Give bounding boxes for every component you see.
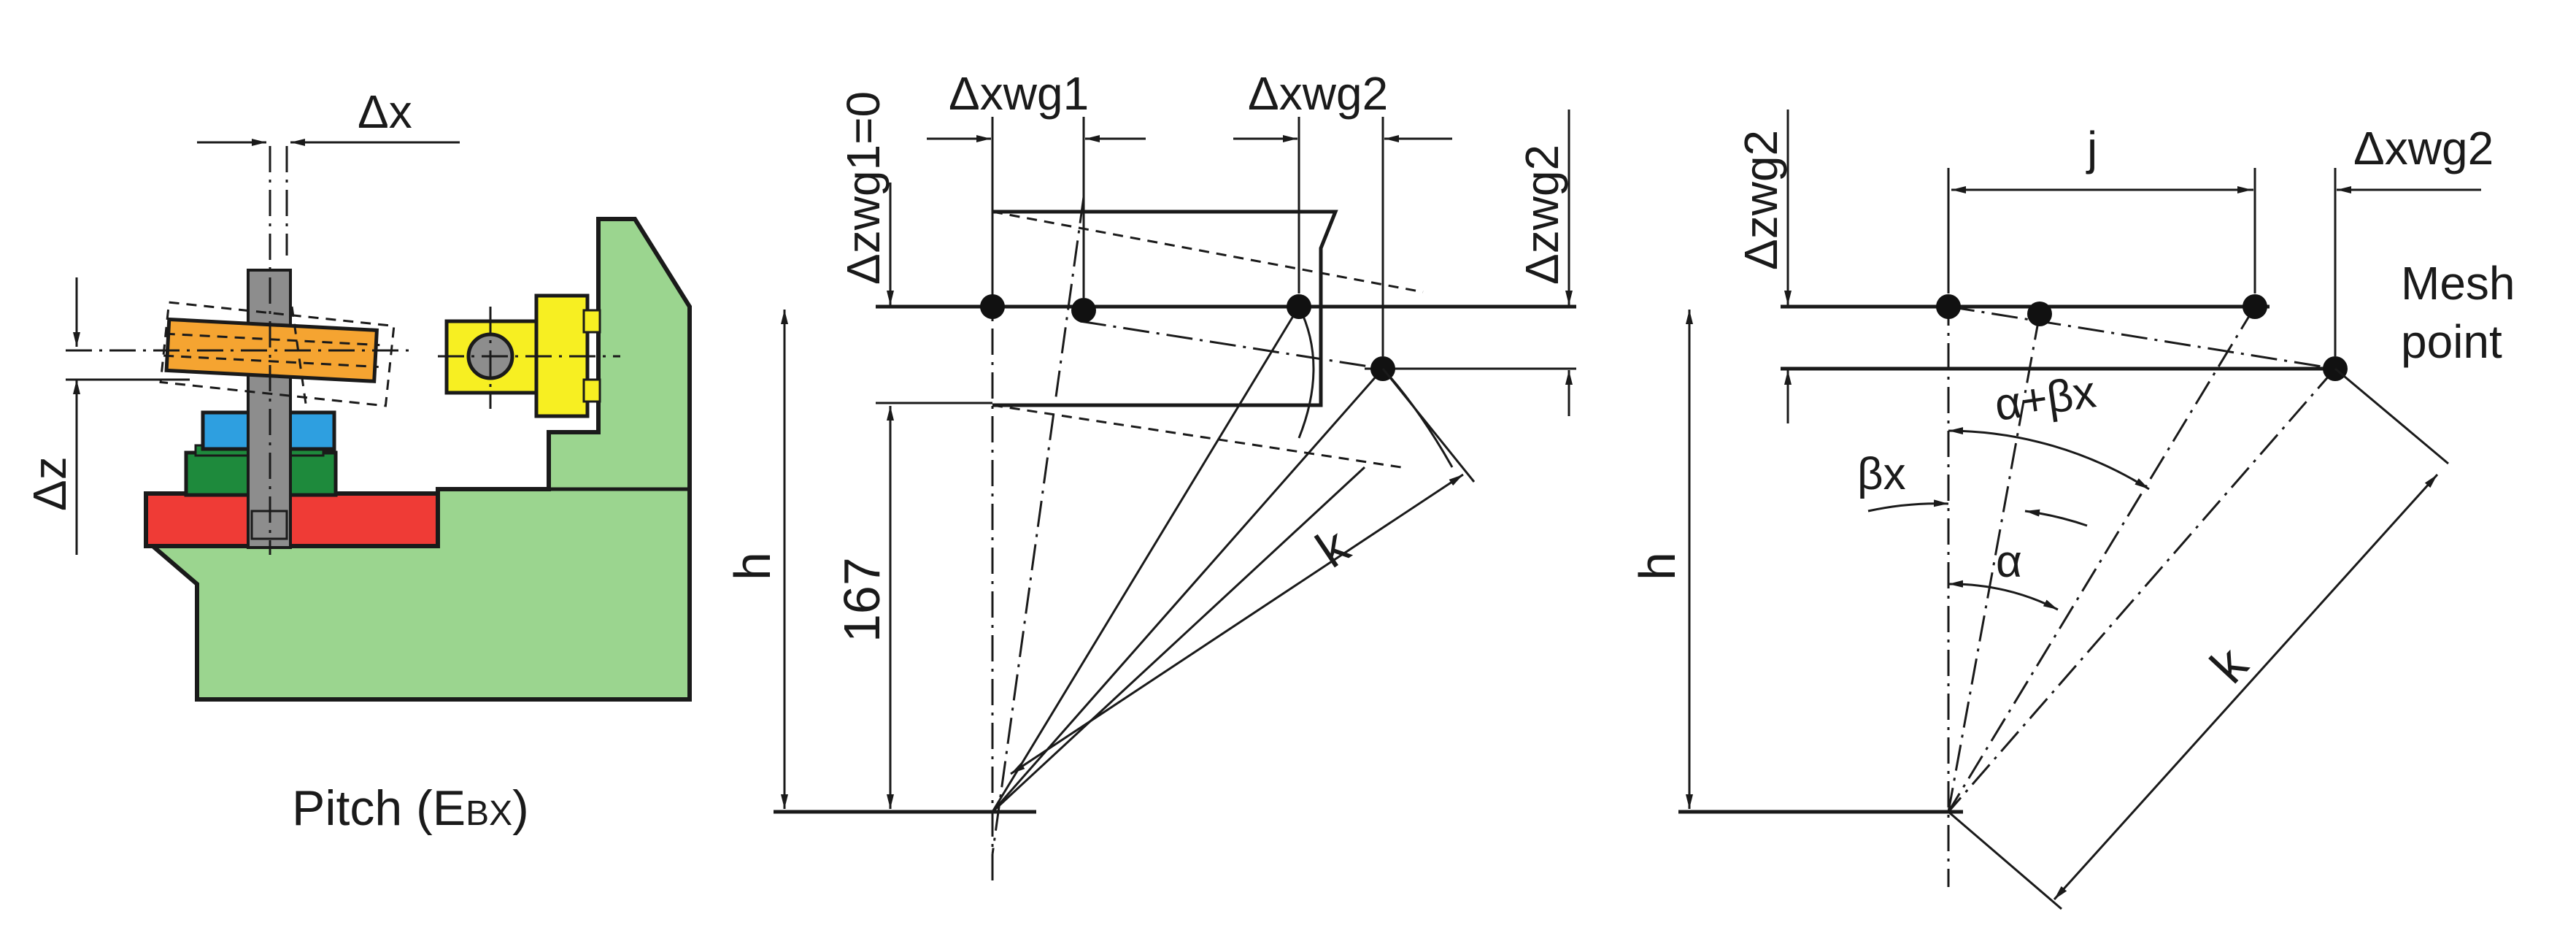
machine-sketch-panel: Δx Δz Pitch (EBX): [23, 85, 692, 836]
right-line-alpha: [1947, 306, 2256, 813]
dxwg2-label: Δxwg2: [1248, 67, 1388, 120]
mesh-arc: [1381, 367, 1454, 468]
mid-dash-dot-line: [1079, 320, 1384, 370]
k-right-label: k: [2199, 636, 2259, 694]
right-point-origin: [1936, 294, 1961, 319]
k-right-ext-top: [2334, 367, 2449, 465]
clamp-bolt-top: [582, 309, 601, 334]
dx-label: Δx: [358, 85, 412, 138]
radial-line-1: [991, 306, 1300, 813]
tilted-gear-outline: [159, 301, 396, 407]
tooth-arc: [1297, 306, 1315, 439]
mesh-label-line2: point: [2401, 315, 2502, 368]
h-right-label: h: [1629, 552, 1686, 580]
workpiece-outline: [992, 210, 1338, 407]
dxwg2-right-label: Δxwg2: [2353, 122, 2494, 174]
right-dash-dot-line: [1948, 305, 2336, 370]
clamp-bolt-bottom: [582, 378, 601, 403]
middle-geometry-panel: Δxwg1 Δxwg2 Δzwg1=0 Δzwg2 h 167 k: [724, 67, 1576, 883]
right-point-j: [2243, 294, 2267, 319]
k-mid-dimension: [1010, 473, 1464, 775]
right-point-shift: [2027, 302, 2052, 326]
dzwg1-label: Δzwg1=0: [837, 91, 890, 285]
beta-label: βx: [1857, 449, 1906, 499]
beta-arc-left: [1867, 499, 1949, 513]
dzwg2-mid-label: Δzwg2: [1516, 145, 1568, 285]
point-wg2: [1287, 294, 1311, 319]
alpha-beta-arc: [1948, 427, 2150, 491]
alpha-beta-label: α+βx: [1991, 366, 2099, 431]
h-mid-label: h: [724, 552, 781, 580]
dxwg1-label: Δxwg1: [949, 67, 1089, 120]
alpha-arc: [1948, 580, 2059, 611]
point-wg1: [980, 294, 1005, 319]
dzwg2-right-label: Δzwg2: [1735, 130, 1787, 270]
pitch-caption: Pitch (EBX): [292, 780, 529, 836]
k-right-dimension: [2053, 473, 2439, 901]
k-right-ext-bottom: [1948, 810, 2062, 910]
dz-label: Δz: [23, 456, 76, 511]
radial-line-3: [991, 466, 1366, 813]
right-line-alpha-beta: [1947, 368, 2337, 813]
k-mid-extension: [1381, 368, 1476, 483]
tilted-workpiece-top: [992, 210, 1424, 293]
beta-arc-right: [2024, 509, 2088, 527]
alpha-label: α: [1996, 537, 2022, 587]
point-wg1-shifted: [1071, 298, 1096, 323]
j-label: j: [2086, 122, 2097, 174]
mesh-label-line1: Mesh: [2401, 257, 2515, 310]
dim-167-label: 167: [833, 557, 890, 642]
right-geometry-panel: j Δxwg2 Δzwg2 Mesh point h α+βx βx α k: [1629, 110, 2515, 910]
right-line-beta: [1947, 313, 2041, 813]
